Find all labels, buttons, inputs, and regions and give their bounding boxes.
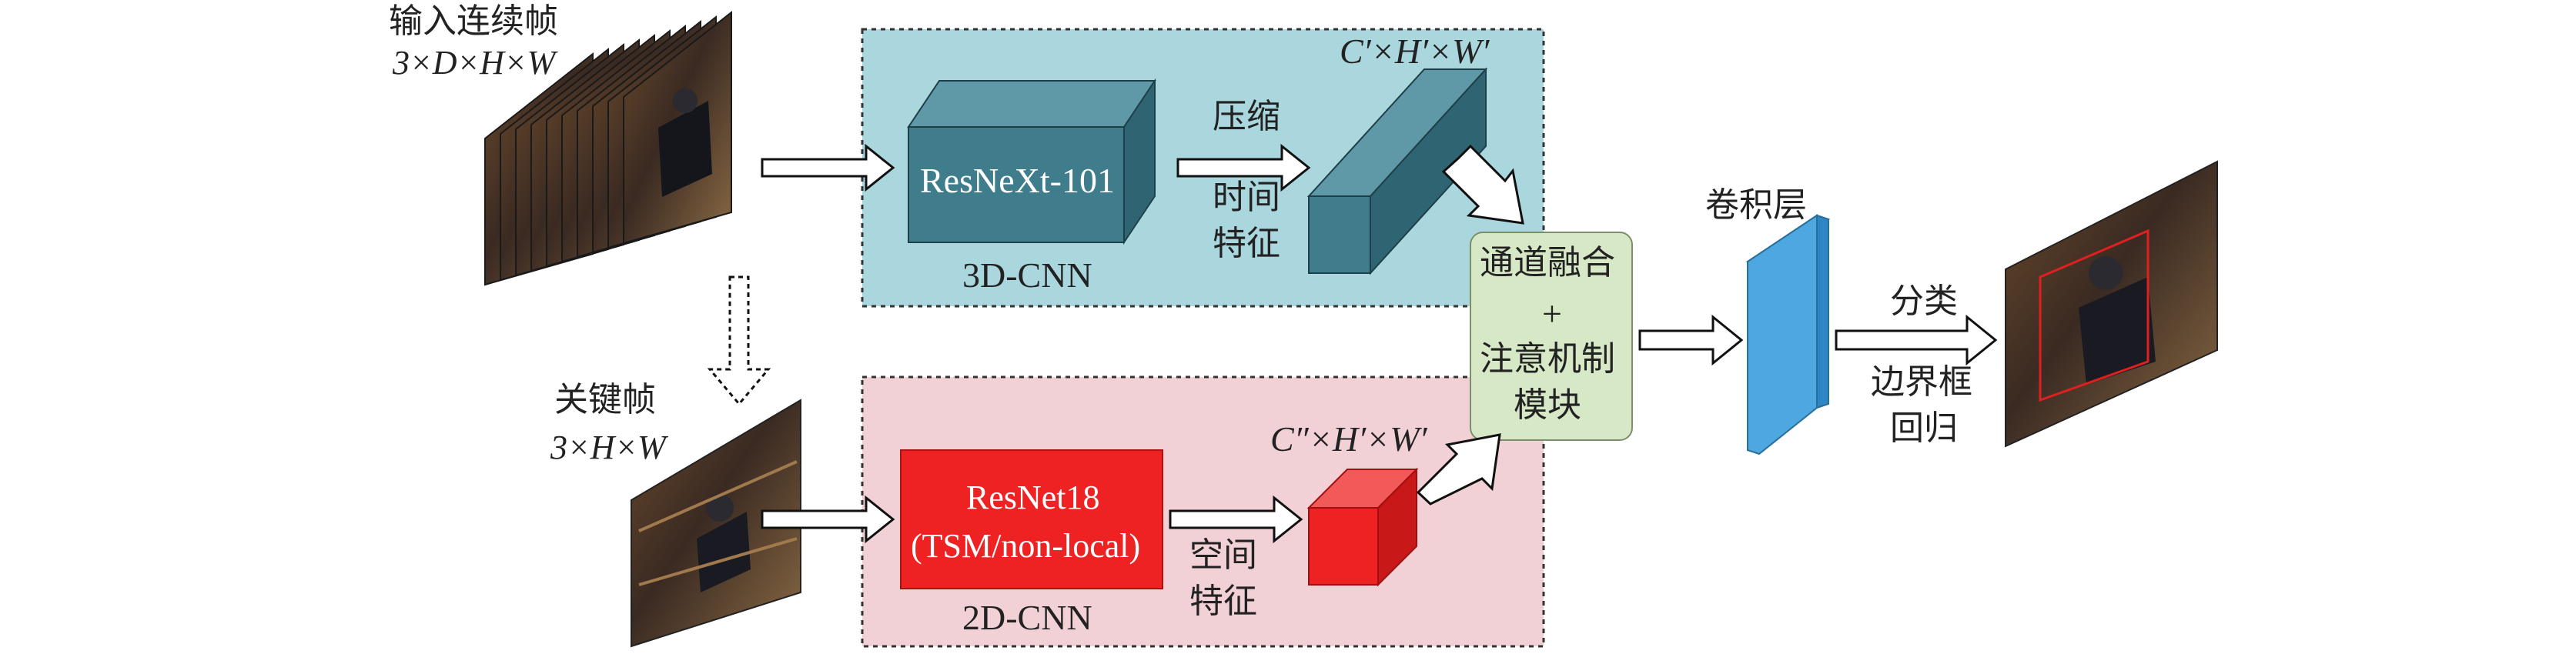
arrow-spatial <box>1169 495 1303 544</box>
input-frame-stack <box>484 10 732 286</box>
input-dims: 3×D×H×W <box>393 44 556 82</box>
output-image <box>2005 160 2218 448</box>
fusion-module-box <box>1470 232 1633 441</box>
arrow-compress-temporal <box>1176 143 1311 192</box>
arrow-fusion-to-conv <box>1638 314 1744 366</box>
fusion-line1: 通道融合 <box>1480 243 1615 282</box>
output-box-line2: 回归 <box>1890 409 1958 448</box>
arrow-temporal-to-fusion <box>1441 144 1524 225</box>
fusion-line2: + <box>1542 294 1562 333</box>
resnext-block <box>907 78 1156 245</box>
input-title: 输入连续帧 <box>389 2 558 41</box>
cnn3d-label: 3D-CNN <box>962 255 1092 295</box>
out-3d-dims: C′×H′×W′ <box>1340 32 1490 71</box>
op-3d-line3: 特征 <box>1213 224 1280 263</box>
arrow-conv-to-output <box>1835 314 1998 366</box>
detection-bounding-box <box>2039 229 2149 402</box>
keyframe-image <box>631 399 801 648</box>
arrow-keyframe-to-2d <box>761 495 895 544</box>
output-cls-label: 分类 <box>1890 282 1958 321</box>
op-2d-line1: 空间 <box>1189 536 1257 575</box>
arrows <box>761 143 1998 544</box>
arrow-select-keyframe <box>707 275 771 406</box>
op-3d-line1: 压缩 <box>1213 97 1280 136</box>
fusion-line3: 注意机制 <box>1480 339 1615 379</box>
resnet18-block <box>900 449 1163 589</box>
out-2d-dims: C″×H′×W′ <box>1270 419 1427 459</box>
conv-layer-slab <box>1745 214 1831 455</box>
output-box-line1: 边界框 <box>1871 362 1972 402</box>
temporal-feature-cuboid <box>1306 67 1488 275</box>
keyframe-title: 关键帧 <box>554 380 656 419</box>
fusion-line4: 模块 <box>1514 385 1581 425</box>
spatial-feature-cube <box>1306 467 1419 587</box>
cnn2d-label: 2D-CNN <box>962 598 1092 637</box>
conv-layer-title: 卷积层 <box>1705 185 1807 225</box>
op-3d-line2: 时间 <box>1213 178 1280 217</box>
resnext-label: ResNeXt-101 <box>920 161 1115 200</box>
op-2d-line2: 特征 <box>1189 582 1257 621</box>
arrow-input-to-3d <box>761 143 895 192</box>
keyframe-dims: 3×H×W <box>550 429 666 466</box>
resnet18-sub: (TSM/non-local) <box>911 527 1141 565</box>
arrow-spatial-to-fusion <box>1416 433 1501 506</box>
resnet18-label: ResNet18 <box>966 479 1100 516</box>
